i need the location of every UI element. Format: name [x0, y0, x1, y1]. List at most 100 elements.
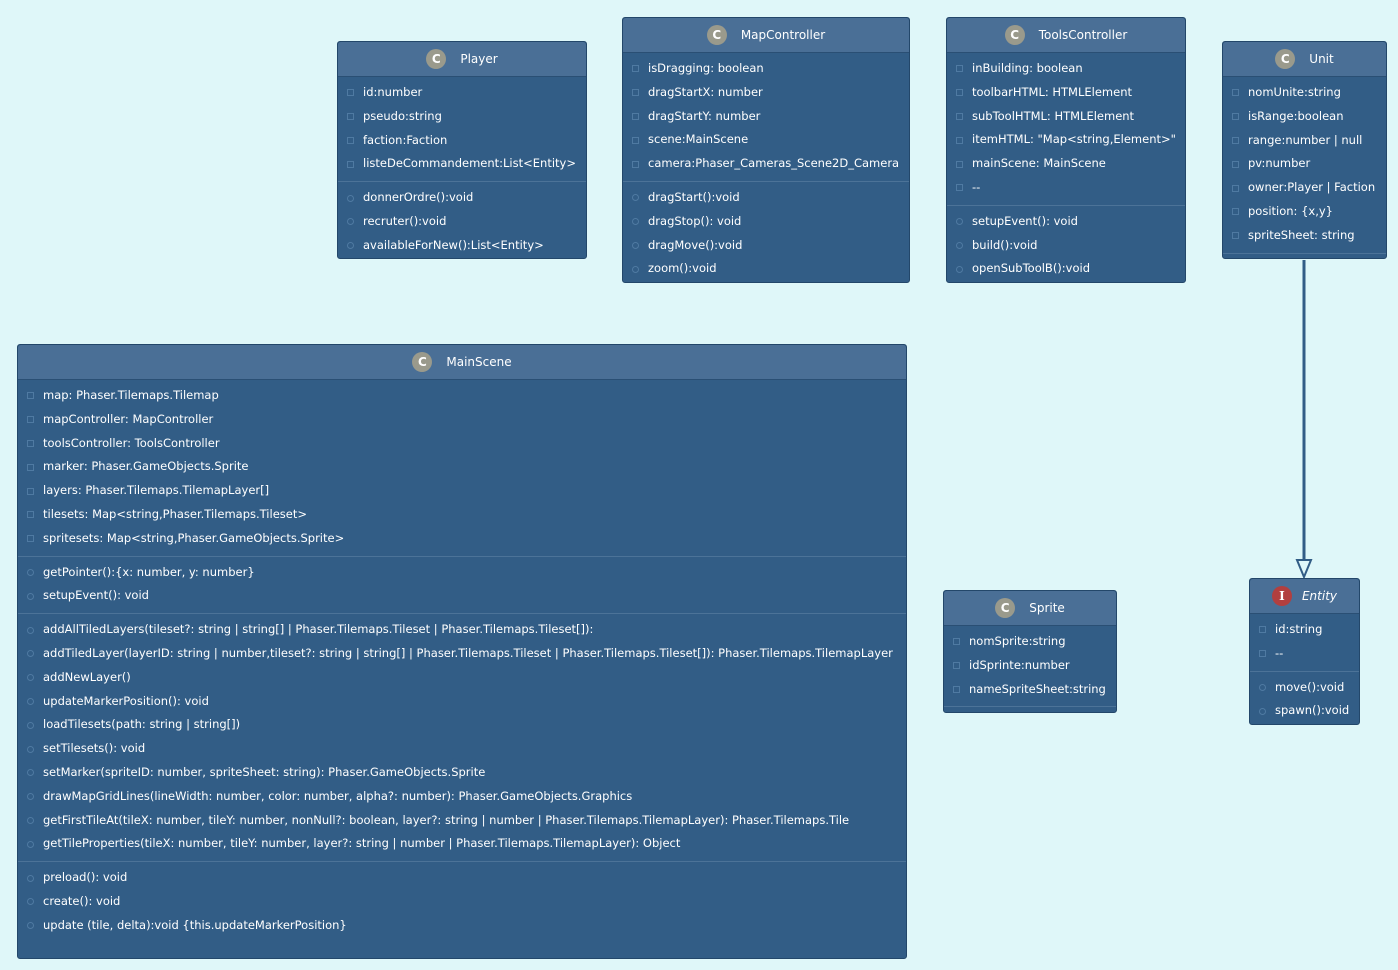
class-stereotype-icon: C — [995, 598, 1016, 618]
method-row: addAllTiledLayers(tileset?: string | str… — [18, 618, 906, 642]
method-text: move():void — [1275, 679, 1345, 694]
field-row: idSprinte:number — [944, 654, 1116, 678]
field-text: isDragging: boolean — [648, 61, 764, 75]
method-row: updateMarkerPosition(): void — [18, 690, 906, 714]
class-name: Entity — [1301, 589, 1338, 603]
method-row: recruter():void — [338, 210, 586, 234]
field-visibility-icon — [27, 416, 34, 424]
method-text: drawMapGridLines(lineWidth: number, colo… — [43, 788, 633, 803]
method-text: setMarker(spriteID: number, spriteSheet:… — [43, 764, 486, 779]
field-row: owner:Player | Faction — [1223, 176, 1386, 200]
field-row: subToolHTML: HTMLElement — [947, 105, 1185, 129]
method-text: recruter():void — [363, 213, 447, 228]
method-row: setTilesets(): void — [18, 737, 906, 761]
field-visibility-icon — [1232, 184, 1239, 192]
field-text: subToolHTML: HTMLElement — [972, 108, 1135, 123]
field-visibility-icon — [27, 392, 34, 400]
method-visibility-icon — [27, 874, 34, 882]
method-text: dragStart():void — [648, 189, 740, 204]
class-mainscene[interactable]: C MainScene map: Phaser.Tilemaps.Tilemap… — [17, 344, 907, 959]
method-row: setupEvent(): void — [947, 210, 1185, 234]
method-text: setupEvent(): void — [43, 588, 149, 603]
field-visibility-icon — [632, 136, 639, 144]
method-text: build():void — [972, 237, 1038, 252]
method-row: openSubToolB():void — [947, 257, 1185, 281]
method-visibility-icon — [632, 218, 639, 226]
field-text: nomUnite:string — [1248, 85, 1341, 99]
method-visibility-icon — [956, 218, 963, 226]
methods-section — [944, 706, 1116, 715]
field-text: spritesets: Map<string,Phaser.GameObject… — [43, 530, 345, 545]
method-row: spawn():void — [1250, 699, 1359, 723]
method-row: getFirstTileAt(tileX: number, tileY: num… — [18, 809, 906, 833]
class-stereotype-icon: C — [412, 352, 433, 372]
field-row: itemHTML: "Map<string,Element>" — [947, 128, 1185, 152]
field-text: -- — [972, 179, 981, 194]
field-row: pv:number — [1223, 152, 1386, 176]
field-row: faction:Faction — [338, 129, 586, 153]
method-visibility-icon — [27, 922, 34, 930]
method-text: getFirstTileAt(tileX: number, tileY: num… — [43, 812, 850, 827]
field-text: pseudo:string — [363, 108, 442, 123]
field-text: toolbarHTML: HTMLElement — [972, 84, 1132, 99]
method-row: preload(): void — [18, 866, 906, 890]
field-row: marker: Phaser.GameObjects.Sprite — [18, 455, 906, 479]
field-visibility-icon — [1232, 232, 1239, 240]
method-row: setMarker(spriteID: number, spriteSheet:… — [18, 761, 906, 785]
method-row: addNewLayer() — [18, 666, 906, 690]
field-row: -- — [1250, 642, 1359, 666]
field-text: position: {x,y} — [1248, 203, 1333, 218]
method-visibility-icon — [27, 568, 34, 576]
field-text: tilesets: Map<string,Phaser.Tilemaps.Til… — [43, 506, 307, 521]
field-visibility-icon — [27, 535, 34, 543]
class-stereotype-icon: C — [706, 25, 727, 45]
field-row: scene:MainScene — [623, 128, 909, 152]
field-visibility-icon — [632, 65, 639, 73]
methods-section: move():void spawn():void — [1250, 670, 1359, 729]
method-text: create(): void — [43, 893, 121, 908]
field-text: idSprinte:number — [969, 657, 1070, 672]
method-visibility-icon — [347, 218, 354, 226]
field-visibility-icon — [632, 160, 639, 168]
method-text: spawn():void — [1275, 703, 1350, 718]
method-text: loadTilesets(path: string | string[]) — [43, 717, 241, 732]
class-header: C Player — [338, 42, 586, 77]
method-visibility-icon — [27, 697, 34, 705]
class-stereotype-icon: C — [1004, 25, 1025, 45]
methods-section: setupEvent(): void build():void openSubToo… — [947, 204, 1185, 286]
field-text: nameSpriteSheet:string — [969, 681, 1106, 696]
method-visibility-icon — [27, 745, 34, 753]
method-row: zoom():void — [623, 257, 909, 281]
method-visibility-icon — [347, 242, 354, 250]
field-visibility-icon — [1232, 113, 1239, 121]
field-row: layers: Phaser.Tilemaps.TilemapLayer[] — [18, 479, 906, 503]
method-text: openSubToolB():void — [972, 261, 1090, 276]
method-visibility-icon — [1259, 707, 1266, 715]
method-visibility-icon — [27, 840, 34, 848]
field-visibility-icon — [956, 160, 963, 168]
field-visibility-icon — [632, 89, 639, 97]
method-text: setTilesets(): void — [43, 741, 146, 756]
method-row: move():void — [1250, 676, 1359, 700]
method-row: loadTilesets(path: string | string[]) — [18, 713, 906, 737]
class-player[interactable]: C Player id:number pseudo:string faction:F… — [337, 41, 587, 259]
field-row: -- — [947, 176, 1185, 200]
field-text: map: Phaser.Tilemaps.Tilemap — [43, 388, 219, 402]
method-text: zoom():void — [648, 261, 717, 276]
field-text: camera:Phaser_Cameras_Scene2D_Camera — [648, 156, 900, 171]
method-visibility-icon — [27, 650, 34, 658]
field-row: id:number — [338, 81, 586, 105]
method-text: availableForNew():List<Entity> — [363, 237, 544, 252]
method-row: create(): void — [18, 890, 906, 914]
field-row: listeDeCommandement:List<Entity> — [338, 152, 586, 176]
class-header: C ToolsController — [947, 18, 1185, 53]
